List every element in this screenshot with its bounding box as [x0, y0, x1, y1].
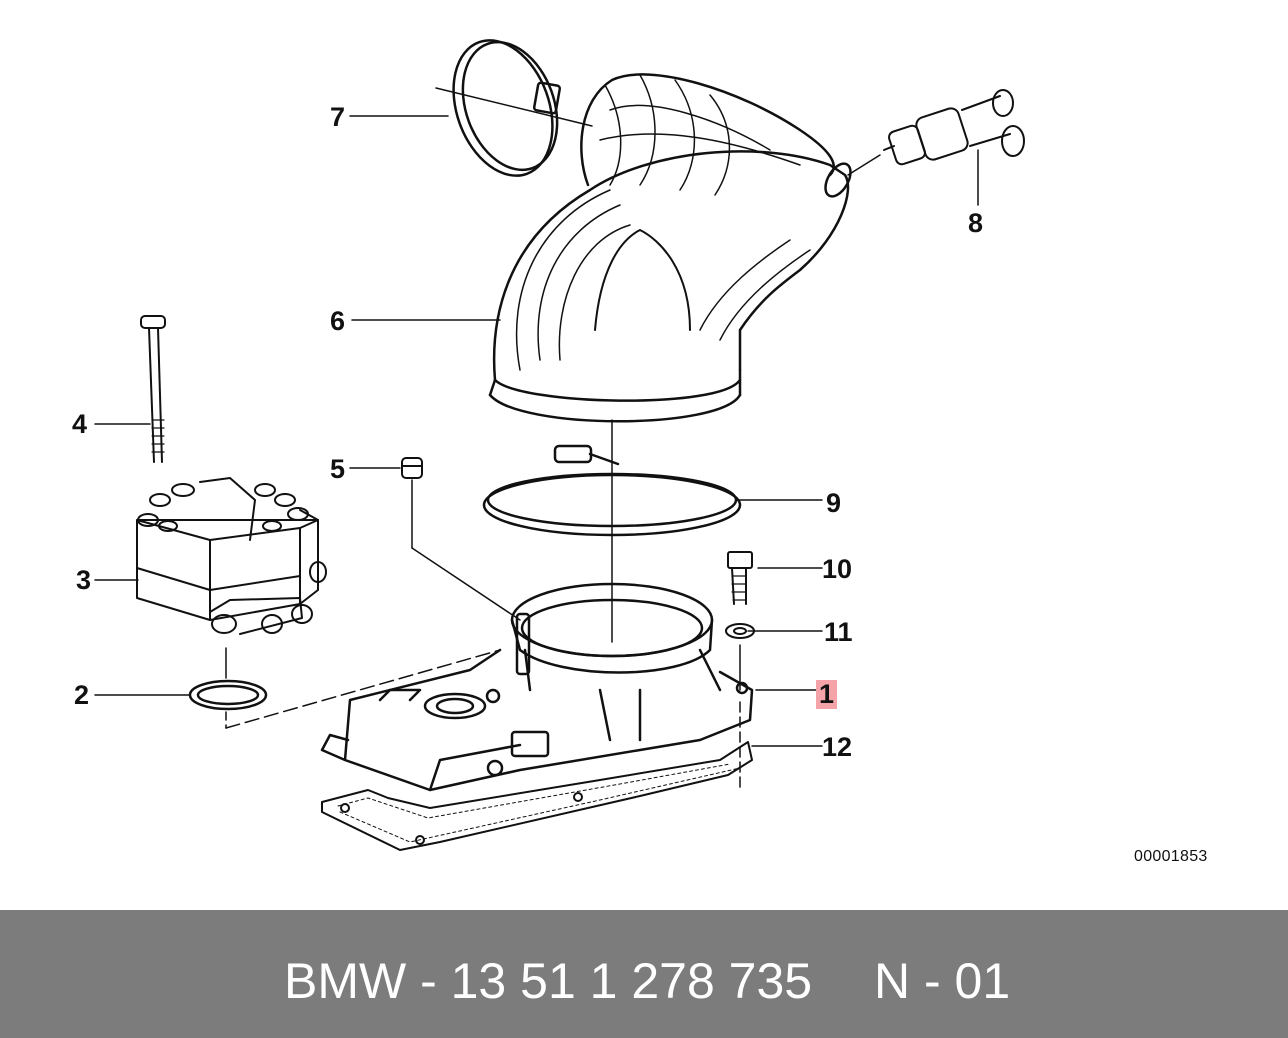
- version-label: N - 01: [874, 953, 1011, 1009]
- parts-diagram: [94, 39, 1025, 851]
- hose-clamp-large: [482, 444, 742, 537]
- callout-2: 2: [74, 680, 90, 710]
- callout-1-highlighted: 1: [816, 680, 838, 709]
- callout-7: 7: [330, 102, 346, 132]
- callout-8: 8: [968, 208, 984, 238]
- connector-housing: [136, 477, 327, 635]
- throttle-housing: [320, 582, 754, 792]
- intake-boot: [488, 73, 881, 423]
- small-cap: [401, 457, 423, 479]
- callout-9: 9: [826, 488, 842, 518]
- leader-lines: [94, 87, 979, 789]
- callout-10: 10: [822, 554, 853, 584]
- callout-11: 11: [824, 617, 853, 647]
- callout-3: 3: [76, 565, 92, 595]
- callout-6: 6: [330, 306, 346, 336]
- diagram-reference-code: 00001853: [1134, 848, 1208, 865]
- callout-12: 12: [822, 732, 853, 762]
- part-number: BMW - 13 51 1 278 735: [284, 953, 813, 1009]
- washer: [725, 623, 755, 639]
- hose-clamp-top: [452, 39, 562, 177]
- callout-5: 5: [330, 454, 346, 484]
- long-bolt: [140, 315, 166, 463]
- vent-fitting: [883, 89, 1025, 166]
- gasket: [321, 741, 753, 851]
- bolt: [727, 551, 753, 605]
- callout-4: 4: [72, 409, 88, 439]
- footer-bar: BMW - 13 51 1 278 735 N - 01: [0, 910, 1288, 1038]
- o-ring: [188, 679, 268, 711]
